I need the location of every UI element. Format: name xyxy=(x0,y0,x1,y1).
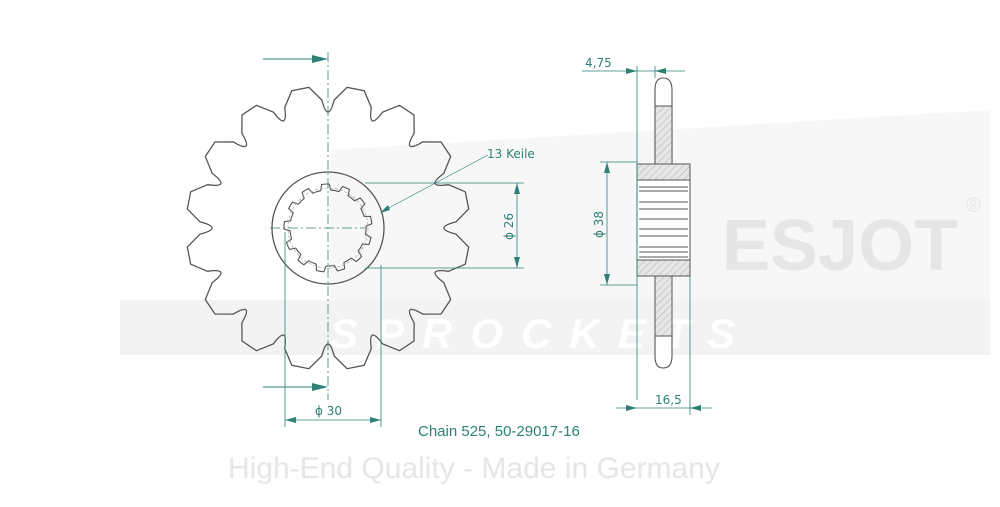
section-arrow-top xyxy=(263,55,328,63)
part-caption: Chain 525, 50-29017-16 xyxy=(418,423,580,440)
dimension-plate-thickness xyxy=(582,66,685,400)
watermark-band xyxy=(120,300,990,355)
spline-leader xyxy=(380,154,489,213)
watermark-registered: ® xyxy=(966,195,981,217)
dim-38-label: ϕ 38 xyxy=(592,211,606,238)
spline-count-label: 13 Keile xyxy=(487,147,535,161)
dim-4-75-label: 4,75 xyxy=(585,56,612,70)
dimension-hub-inner-diameter xyxy=(284,232,382,427)
dim-16-5-label: 16,5 xyxy=(655,393,682,407)
sprocket-outline xyxy=(186,86,470,370)
spline-outline xyxy=(283,183,373,273)
side-view xyxy=(636,77,691,369)
dimension-spline-diameter xyxy=(365,182,524,269)
watermark-brand: ESJOT xyxy=(722,206,958,286)
section-arrow-bottom xyxy=(263,383,328,391)
dim-30-label: ϕ 30 xyxy=(315,404,342,418)
dimension-hub-width xyxy=(616,276,712,415)
dimension-hub-outer-diameter xyxy=(600,161,637,286)
watermark-tagline: High-End Quality - Made in Germany xyxy=(228,452,720,485)
dim-26-label: ϕ 26 xyxy=(502,213,516,240)
